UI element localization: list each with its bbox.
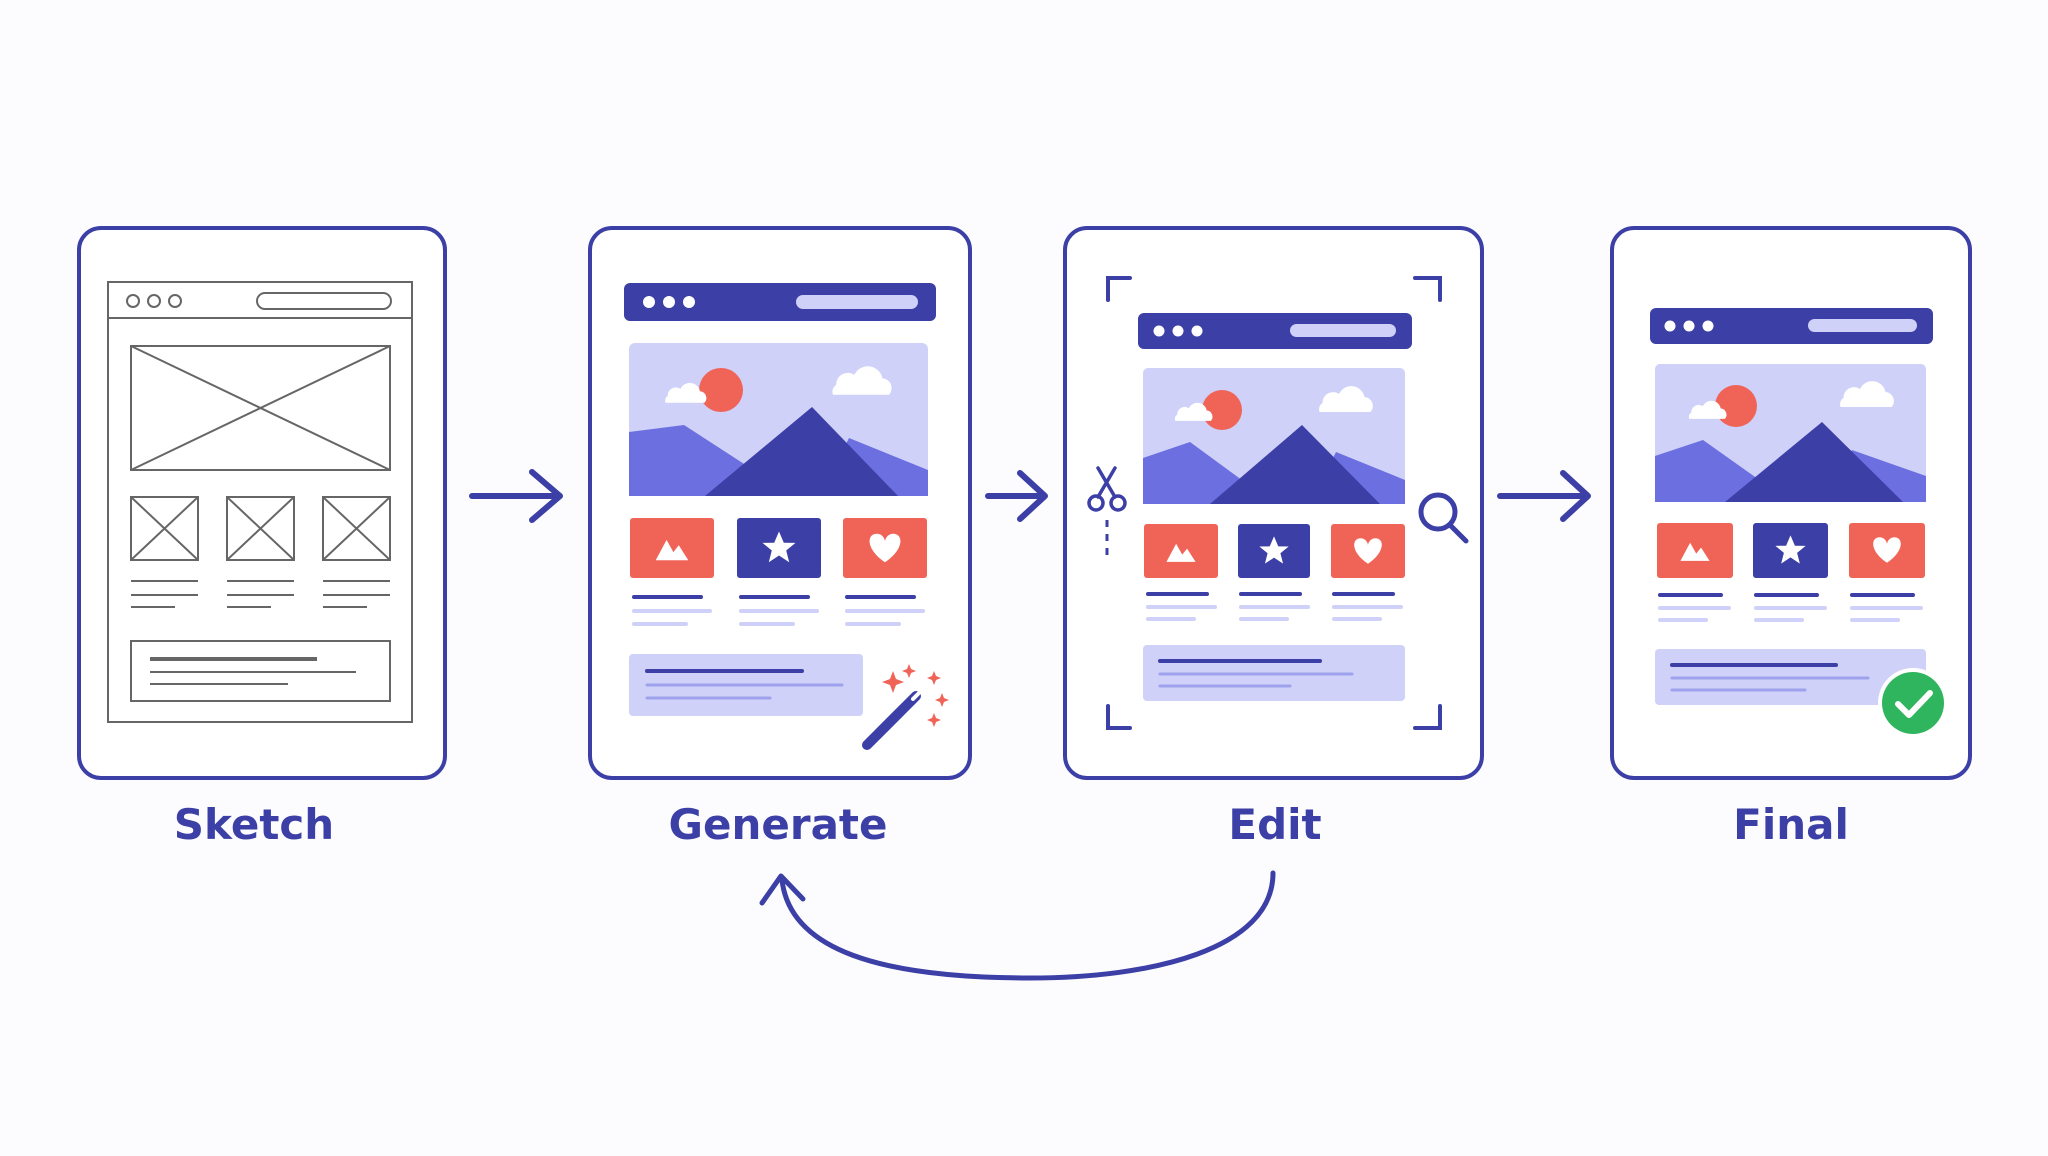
generate-card xyxy=(588,226,972,780)
stage-label-sketch: Sketch xyxy=(173,800,335,849)
hero-image xyxy=(629,343,928,496)
sketch-card xyxy=(77,226,447,780)
edit-card xyxy=(1063,226,1484,780)
curved-arrow-back-icon xyxy=(759,870,1276,981)
arrow-right-icon xyxy=(1497,470,1591,522)
scissors-icon xyxy=(1087,466,1127,512)
hero-image xyxy=(1143,368,1405,504)
magnifier-icon xyxy=(1418,492,1469,544)
final-card xyxy=(1610,226,1972,780)
sketch-wireframe xyxy=(107,281,413,723)
magic-wand-icon xyxy=(862,664,949,750)
hero-image xyxy=(1655,364,1926,502)
stage-label-final: Final xyxy=(1733,800,1849,849)
arrow-right-icon xyxy=(985,470,1048,522)
stage-label-generate: Generate xyxy=(668,800,888,849)
arrow-right-icon xyxy=(469,469,563,523)
stage-label-edit: Edit xyxy=(1228,800,1322,849)
crop-corners-icon xyxy=(1106,276,1442,730)
check-circle-icon xyxy=(1878,668,1948,738)
